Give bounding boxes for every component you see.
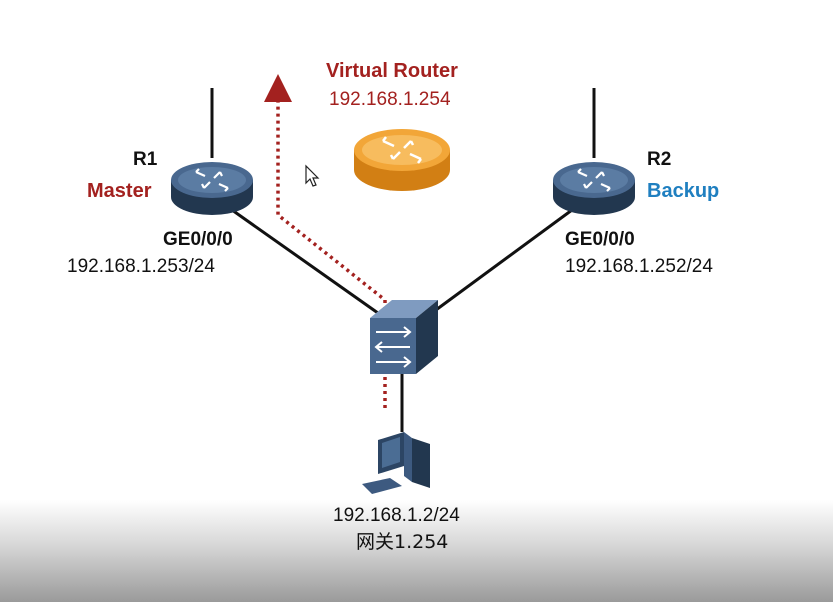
host-computer-icon[interactable] (362, 432, 430, 494)
virtual-router-icon[interactable] (354, 129, 450, 191)
r1-switch-link (231, 208, 386, 320)
r1-name: R1 (133, 149, 158, 170)
r2-role: Backup (647, 180, 720, 202)
traffic-path-arrow (264, 74, 387, 408)
virtual-router-title: Virtual Router (326, 60, 458, 82)
r2-name: R2 (647, 149, 672, 170)
r2-ip: 192.168.1.252/24 (565, 256, 713, 277)
r2-switch-link (424, 208, 573, 320)
r2-router-icon[interactable] (553, 162, 635, 215)
r1-role: Master (87, 180, 152, 202)
r1-ip: 192.168.1.253/24 (67, 256, 215, 277)
r2-interface: GE0/0/0 (565, 229, 635, 250)
host-ip: 192.168.1.2/24 (333, 505, 460, 526)
r1-interface: GE0/0/0 (163, 229, 233, 250)
r1-router-icon[interactable] (171, 162, 253, 215)
mouse-cursor-icon (305, 164, 320, 187)
virtual-router-ip: 192.168.1.254 (329, 89, 451, 110)
host-gateway: 网关1.254 (356, 531, 449, 553)
switch-icon[interactable] (370, 300, 438, 374)
bottom-shade (0, 500, 833, 602)
